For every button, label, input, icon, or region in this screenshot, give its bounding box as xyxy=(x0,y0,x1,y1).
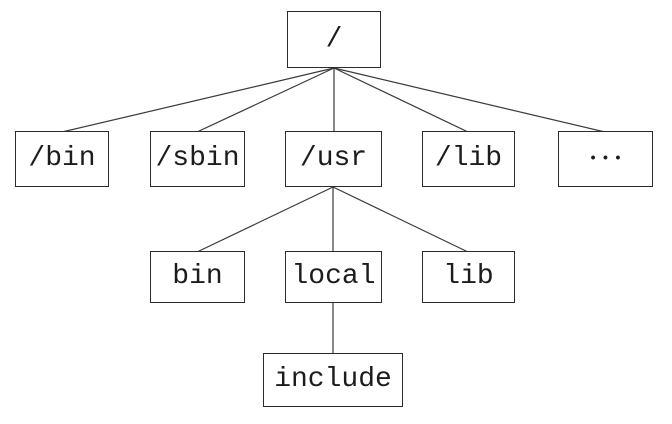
node-usr: /usr xyxy=(285,131,382,187)
edge-root-sbin xyxy=(196,67,335,133)
node-usr-lib: lib xyxy=(422,251,515,303)
node-usr-local-label: local xyxy=(291,261,376,292)
edge-root-lib xyxy=(333,67,469,133)
node-usr-local: local xyxy=(285,251,382,303)
node-sbin: /sbin xyxy=(150,131,245,187)
node-lib-label: /lib xyxy=(434,143,503,174)
edge-root-ellipsis xyxy=(333,67,606,133)
node-root: / xyxy=(287,11,381,68)
edge-root-bin xyxy=(61,67,335,133)
node-ellipsis: ••• xyxy=(558,131,653,187)
node-usr-bin-label: bin xyxy=(172,261,223,292)
edge-usr-lib xyxy=(332,186,469,253)
ellipsis-dots: ••• xyxy=(588,151,627,167)
node-bin: /bin xyxy=(15,131,109,187)
node-lib: /lib xyxy=(422,131,515,187)
node-root-label: / xyxy=(325,23,343,55)
node-usr-lib-label: lib xyxy=(443,261,494,292)
edge-usr-bin xyxy=(196,186,334,253)
node-bin-label: /bin xyxy=(28,143,96,174)
node-include: include xyxy=(263,353,403,407)
node-usr-bin: bin xyxy=(150,251,245,303)
node-sbin-label: /sbin xyxy=(155,143,240,174)
node-include-label: include xyxy=(274,364,392,395)
node-usr-label: /usr xyxy=(299,143,368,174)
